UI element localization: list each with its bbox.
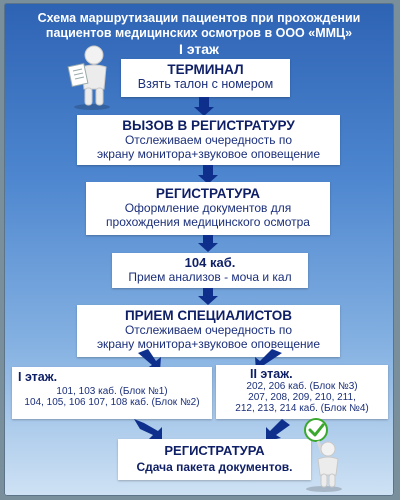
merge-arrow-left (134, 419, 162, 441)
floor-label: I этаж (179, 41, 219, 57)
step-room-104: 104 каб. Прием анализов - моча и кал (112, 253, 308, 288)
floor-2-line-2: 207, 208, 209, 210, 211, (248, 392, 356, 403)
step-text: экрану монитора+звуковое оповещение (96, 147, 321, 161)
step-heading: ПРИЕМ СПЕЦИАЛИСТОВ (124, 308, 293, 323)
step-heading: ВЫЗОВ В РЕГИСТРАТУРУ (122, 118, 295, 133)
routing-poster: Схема маршрутизации пациентов при прохож… (4, 3, 394, 496)
step-text: Сдача пакета документов. (136, 460, 293, 474)
step-heading: РЕГИСТРАТУРА (164, 443, 265, 458)
floor-2-line-1: 202, 206 каб. (Блок №3) (246, 381, 358, 392)
merge-arrows (134, 419, 290, 441)
step-call-to-registry: ВЫЗОВ В РЕГИСТРАТУРУ Отслеживаем очередн… (77, 115, 340, 165)
step-text: прохождения медицинского осмотра (106, 215, 310, 229)
floor-1-rooms: I этаж. 101, 103 каб. (Блок №1) 104, 105… (12, 367, 212, 419)
step-text: Отслеживаем очередность по (124, 323, 293, 337)
person-with-checkmark-icon (304, 418, 342, 492)
step-registry: РЕГИСТРАТУРА Оформление документов для п… (86, 182, 330, 235)
step-text: экрану монитора+звуковое оповещение (96, 337, 321, 351)
step-specialists: ПРИЕМ СПЕЦИАЛИСТОВ Отслеживаем очереднос… (77, 305, 340, 357)
step-heading: ТЕРМИНАЛ (167, 62, 244, 77)
title-line-2: пациентов медицинских осмотров в ООО «ММ… (45, 26, 353, 40)
poster-title: Схема маршрутизации пациентов при прохож… (24, 11, 374, 41)
step-heading: 104 каб. (184, 255, 236, 270)
step-text: Прием анализов - моча и кал (128, 270, 292, 284)
step-final-registry: РЕГИСТРАТУРА Сдача пакета документов. (118, 439, 311, 480)
step-terminal: ТЕРМИНАЛ Взять талон с номером (121, 59, 290, 97)
floor-2-rooms: II этаж. 202, 206 каб. (Блок №3) 207, 20… (216, 365, 388, 419)
person-with-clipboard-icon (67, 45, 110, 110)
floor-1-heading: I этаж. (18, 370, 58, 384)
branch-arrow-left (138, 349, 161, 371)
step-heading: РЕГИСТРАТУРА (155, 186, 261, 201)
merge-arrow-right (266, 419, 290, 441)
step-text: Взять талон с номером (137, 77, 274, 91)
step-text: Оформление документов для (124, 201, 292, 215)
step-text: Отслеживаем очередность по (124, 133, 293, 147)
floor-1-line-2: 104, 105, 106 107, 108 каб. (Блок №2) (24, 397, 200, 408)
floor-2-heading: II этаж. (250, 367, 293, 381)
floor-1-line-1: 101, 103 каб. (Блок №1) (56, 386, 168, 397)
floor-2-line-3: 212, 213, 214 каб. (Блок №4) (235, 403, 369, 414)
title-line-1: Схема маршрутизации пациентов при прохож… (37, 11, 361, 25)
